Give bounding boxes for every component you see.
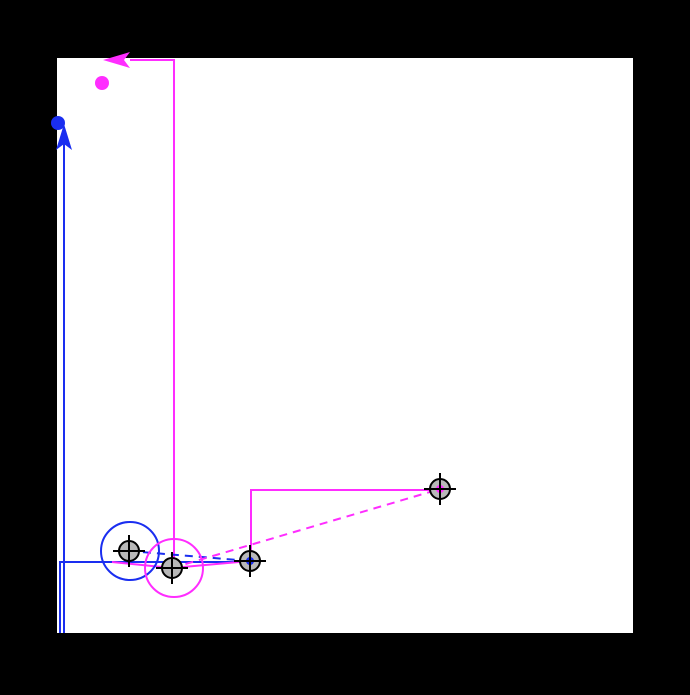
magenta-arrowhead-icon	[103, 52, 130, 68]
marker-mid-magenta-ring[interactable]	[156, 552, 188, 584]
blue-end-dot	[51, 116, 65, 130]
marker-center-blue-dot[interactable]	[234, 545, 266, 577]
blue-ring	[100, 521, 160, 581]
blue-arrowhead-icon	[56, 124, 72, 150]
magenta-ring	[144, 538, 204, 598]
marker-right-magenta-dot[interactable]	[424, 473, 456, 505]
canvas-area	[57, 58, 633, 633]
magenta-route-right	[250, 489, 440, 561]
blue-route-inner	[59, 561, 250, 633]
marker-left-blue-ring[interactable]	[113, 535, 145, 567]
magenta-dashed-link	[171, 488, 441, 569]
magenta-route-vertical	[130, 59, 175, 568]
magenta-end-dot	[95, 76, 109, 90]
